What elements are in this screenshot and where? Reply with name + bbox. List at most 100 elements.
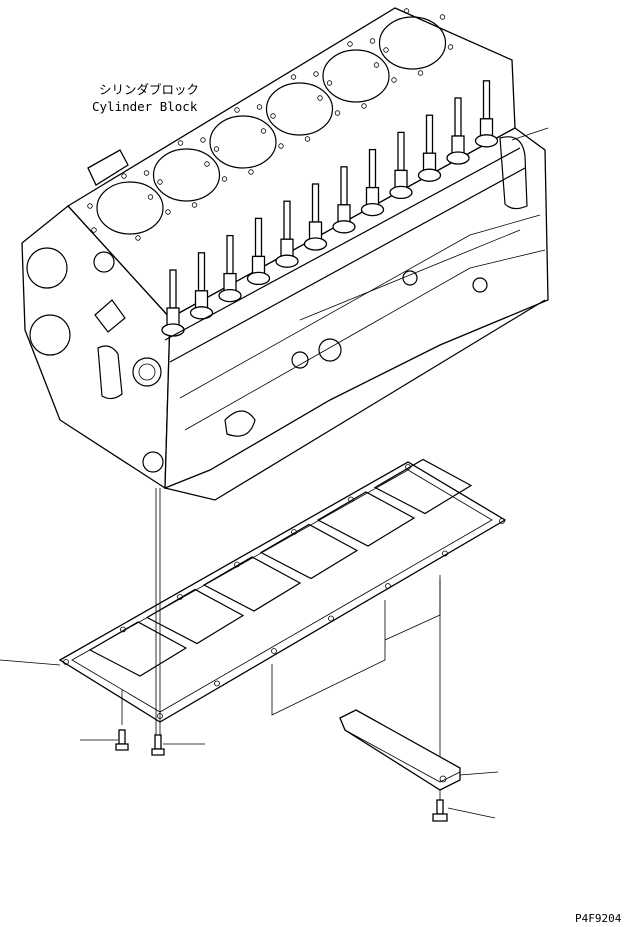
deck-hole [248, 169, 254, 175]
deck-hole [87, 203, 93, 209]
callout-gasket [0, 659, 61, 666]
gasket-bay [259, 523, 359, 580]
callout-camshaft [511, 127, 549, 141]
gasket-bay [316, 491, 416, 547]
group-bracket-2 [384, 580, 441, 641]
injector-body [194, 290, 209, 310]
drawing-code: P4F9204 [575, 912, 622, 925]
deck-hole [447, 44, 454, 50]
deck-hole [334, 110, 341, 116]
injector-tube [454, 97, 462, 137]
front-recess [97, 345, 123, 400]
gasket-hole [120, 626, 126, 633]
deck-hole [403, 8, 410, 14]
gasket-hole [385, 583, 391, 589]
injector-tube [340, 166, 348, 206]
callout-bracket [459, 771, 499, 776]
camshaft-bearing-inner [138, 363, 156, 381]
cylinder-bore [378, 16, 447, 70]
side-port-1 [318, 338, 342, 362]
deck-hole [304, 136, 311, 142]
deck-hole [121, 173, 127, 179]
oil-pan-gasket [58, 458, 507, 723]
gasket-hole [234, 561, 240, 568]
gasket-hole [405, 464, 411, 470]
group-bracket-1 [271, 600, 386, 716]
gasket-bay [202, 556, 302, 612]
injector-seat [332, 220, 356, 234]
injector-tube [397, 131, 405, 172]
deck-hole [177, 140, 184, 146]
injector-seat [389, 185, 413, 200]
block-label-en: Cylinder Block [92, 99, 198, 114]
deck-hole [234, 107, 240, 113]
front-lower-port [142, 451, 164, 473]
gasket-bay [145, 588, 245, 645]
deck-hole [260, 128, 267, 134]
deck-hole [213, 146, 220, 152]
injector-row [161, 80, 499, 337]
camshaft-line-lower [169, 167, 526, 363]
deck-hole [270, 113, 276, 119]
front-port-small [93, 251, 115, 273]
injector-tube [425, 114, 434, 154]
injector-seat [161, 323, 185, 337]
deck-hole [191, 202, 198, 208]
injector-body [337, 204, 351, 224]
gasket-hole [63, 659, 69, 665]
side-port-2 [291, 351, 309, 369]
injector-body [365, 186, 380, 207]
gasket-outline [58, 461, 507, 723]
deck-hole [417, 70, 424, 76]
gasket-hole [214, 680, 220, 687]
front-port-upper [26, 247, 68, 289]
side-boss [224, 410, 256, 437]
side-port-3 [402, 270, 418, 286]
front-port-lower [29, 314, 71, 356]
block-skirt-edge [164, 299, 546, 501]
deck-bolt-holes [87, 8, 454, 241]
block-boss [87, 149, 129, 186]
gasket-hole [348, 496, 354, 503]
cylinder-bore [96, 181, 164, 235]
injector-seat [417, 168, 442, 182]
injector-tube [197, 252, 206, 292]
deck-hole [147, 194, 154, 200]
deck-hole [317, 95, 323, 101]
gasket-hole [291, 529, 297, 535]
bolt-left [115, 729, 129, 751]
front-plate [94, 299, 126, 333]
cylinder-bore [152, 148, 221, 202]
support-bracket [339, 709, 461, 791]
side-rib-3 [299, 229, 521, 321]
deck-hole [143, 170, 150, 176]
deck-hole [221, 176, 228, 182]
gasket-hole [499, 518, 505, 524]
deck-hole [439, 14, 446, 20]
gasket-hole [328, 615, 334, 622]
deck-hole [347, 41, 353, 47]
injector-seat [360, 202, 385, 217]
block-label-jp: シリンダブロック [99, 82, 199, 97]
bracket-bolt [432, 799, 448, 822]
injector-seat [275, 254, 299, 268]
callout-bracket-bolt [447, 807, 496, 819]
deck-hole [290, 74, 297, 80]
injector-body [280, 238, 294, 258]
deck-hole [256, 104, 263, 110]
injector-body [422, 152, 437, 172]
gasket-bay [88, 621, 188, 677]
camshaft-bearing [132, 357, 162, 387]
injector-body [479, 118, 494, 138]
camshaft-line-upper [164, 147, 521, 341]
bolt-right [151, 734, 165, 756]
injector-tube [368, 148, 377, 189]
gasket-bays [88, 458, 473, 677]
gasket-hole [177, 594, 183, 600]
deck-hole [313, 71, 319, 77]
injector-seat [446, 151, 470, 165]
injector-body [394, 169, 408, 190]
deck-hole [326, 80, 333, 86]
